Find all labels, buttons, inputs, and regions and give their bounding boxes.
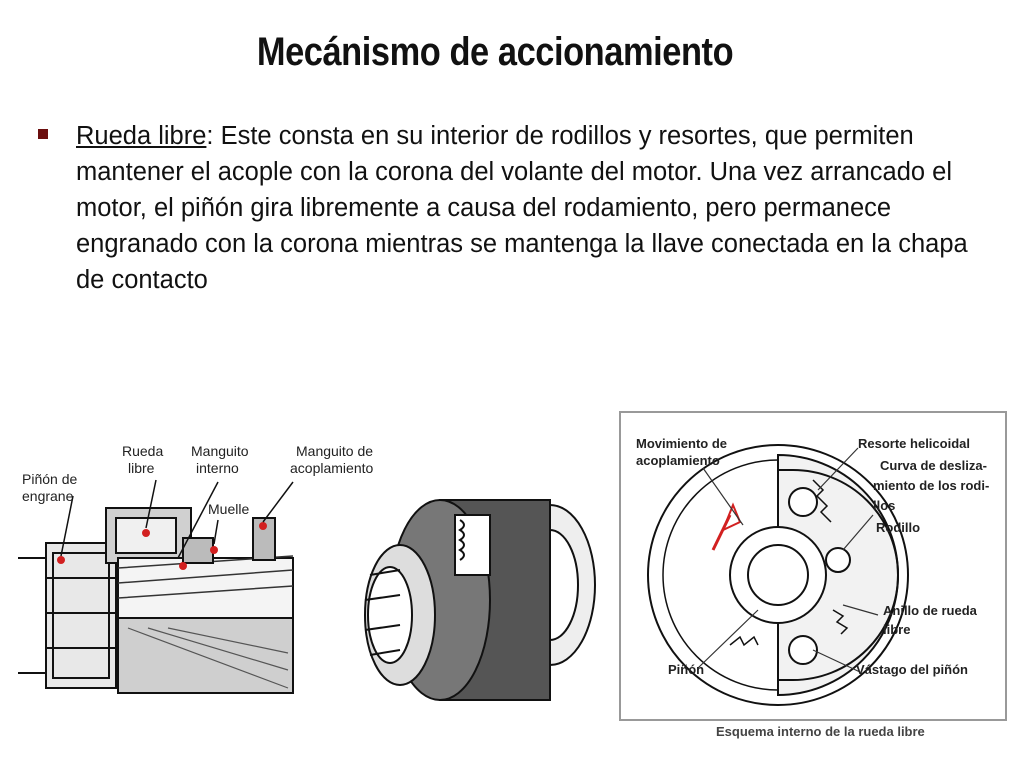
bullet-text: Rueda libre: Este consta en su interior … <box>76 118 988 298</box>
label-movimiento-2: acoplamiento <box>636 453 720 468</box>
freewheel-schematic: Movimiento de acoplamiento Resorte helic… <box>619 411 1007 739</box>
label-curva-3: llos <box>873 498 895 513</box>
red-marker <box>259 522 267 530</box>
bullet-marker <box>38 129 48 139</box>
cross-section-diagram: Piñón de engrane Rueda libre Manguito in… <box>18 443 373 694</box>
label-pinon: Piñón <box>668 662 704 677</box>
label-pinon-1: Piñón de <box>22 471 77 487</box>
label-resorte: Resorte helicoidal <box>858 436 970 451</box>
figure-caption: Esquema interno de la rueda libre <box>716 724 925 739</box>
label-movimiento-1: Movimiento de <box>636 436 727 451</box>
red-marker <box>57 556 65 564</box>
label-anillo-2: libre <box>883 622 910 637</box>
pinion-3d-drawing <box>364 499 596 701</box>
label-manguito-acop-2: acoplamiento <box>290 460 373 476</box>
label-manguito-int-2: interno <box>196 460 239 476</box>
red-marker <box>179 562 187 570</box>
red-marker <box>210 546 218 554</box>
label-pinon-2: engrane <box>22 488 74 504</box>
label-vastago: Vástago del piñón <box>856 662 968 677</box>
red-marker <box>142 529 150 537</box>
bullet-body: : Este consta en su interior de rodillos… <box>76 122 968 294</box>
label-curva-1: Curva de desliza- <box>880 458 987 473</box>
label-manguito-int-1: Manguito <box>191 443 249 459</box>
label-curva-2: miento de los rodi- <box>873 478 989 493</box>
bullet-item: Rueda libre: Este consta en su interior … <box>38 118 988 298</box>
label-muelle: Muelle <box>208 501 249 517</box>
label-rueda-2: libre <box>128 460 155 476</box>
label-rodillo: Rodillo <box>876 520 920 535</box>
label-anillo-1: Anillo de rueda <box>883 603 978 618</box>
bullet-term: Rueda libre <box>76 122 207 150</box>
label-manguito-acop-1: Manguito de <box>296 443 373 459</box>
label-rueda-1: Rueda <box>122 443 163 459</box>
slide-title: Mecánismo de accionamiento <box>256 30 734 74</box>
